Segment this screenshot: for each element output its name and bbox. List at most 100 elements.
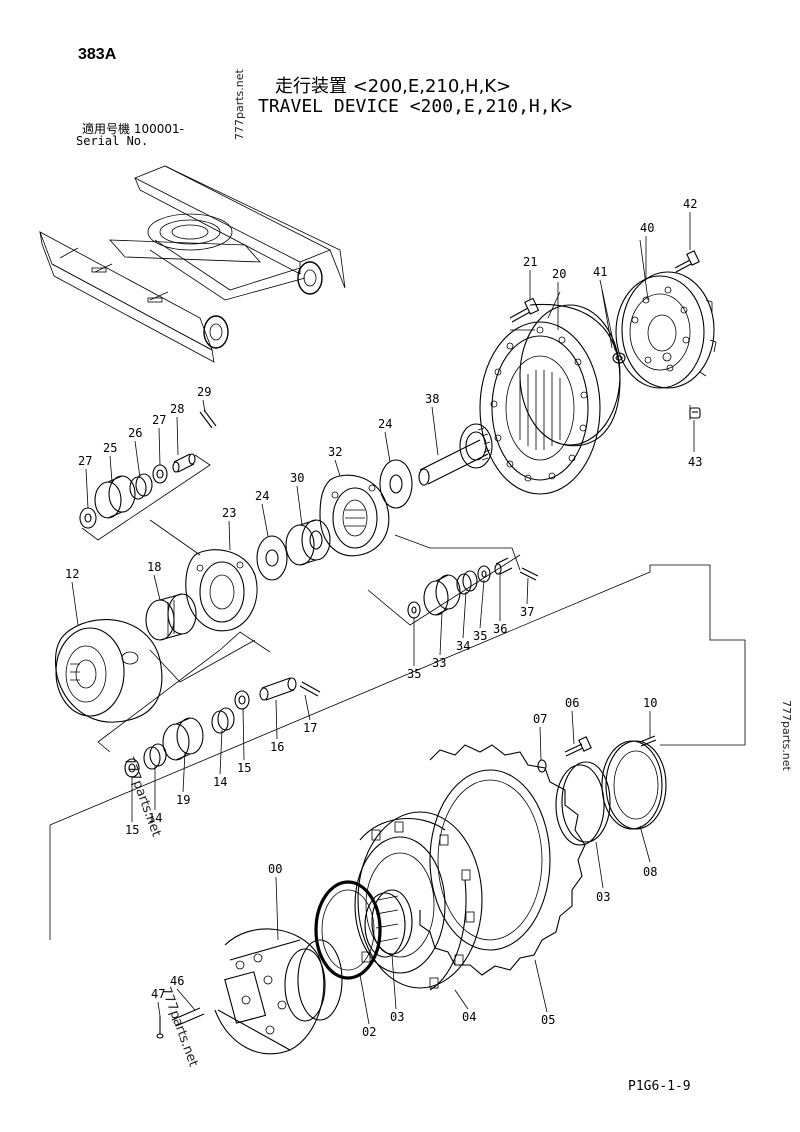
part-label: 20 xyxy=(552,267,566,281)
part-29-spring-pin xyxy=(199,409,217,429)
part-label: 27 xyxy=(152,413,166,427)
part-label: 12 xyxy=(65,567,79,581)
part-label: 14 xyxy=(148,811,162,825)
part-37-spring-pin xyxy=(519,567,539,581)
part-06-bolt xyxy=(564,736,592,757)
part-42-bolt xyxy=(674,250,700,273)
part-label: 02 xyxy=(362,1025,376,1039)
part-label: 34 xyxy=(456,639,470,653)
part-14-bearing-a xyxy=(143,743,167,770)
serial-label-english: Serial No. xyxy=(76,134,149,148)
part-label: 47 xyxy=(151,987,165,1001)
part-label: 06 xyxy=(565,696,579,710)
part-label: 15 xyxy=(237,761,251,775)
part-27-washer-b xyxy=(152,464,168,484)
page-id: 383A xyxy=(78,46,117,63)
part-label: 03 xyxy=(596,890,610,904)
part-33-gear xyxy=(423,574,461,616)
part-label: 32 xyxy=(328,445,342,459)
footer-code: P1G6-1-9 xyxy=(628,1079,691,1094)
part-label: 24 xyxy=(255,489,269,503)
part-35-washer-b xyxy=(477,565,491,583)
part-label: 07 xyxy=(533,712,547,726)
part-label: 36 xyxy=(493,622,507,636)
part-label: 28 xyxy=(170,402,184,416)
part-23-carrier xyxy=(185,549,258,632)
part-00-travel-motor xyxy=(214,928,343,1055)
part-20-ring-gear xyxy=(479,303,621,495)
part-03-bearing-upper xyxy=(555,761,611,846)
part-label: 08 xyxy=(643,865,657,879)
part-02-floating-seal xyxy=(314,880,382,980)
part-12-hub xyxy=(54,619,163,723)
part-24-thrust-washer-upper xyxy=(379,459,413,509)
part-40-cover xyxy=(615,271,717,389)
part-number-labels: 42 40 21 20 41 43 29 28 27 26 25 27 38 2… xyxy=(65,197,702,1039)
part-15-washer-b xyxy=(234,690,250,710)
part-18-sun-gear xyxy=(145,593,197,641)
part-46-fitting xyxy=(171,1007,205,1027)
part-15-washer-a xyxy=(124,758,140,778)
part-19-gear xyxy=(162,717,204,761)
part-label: 46 xyxy=(170,974,184,988)
part-label: 19 xyxy=(176,793,190,807)
label-leader-lines xyxy=(71,212,695,1025)
part-47-screw xyxy=(156,1016,164,1039)
part-26-bearing xyxy=(129,473,153,500)
part-30-planet-gear xyxy=(285,519,331,566)
part-label: 30 xyxy=(290,471,304,485)
part-label: 17 xyxy=(303,721,317,735)
undercarriage-overview-drawing xyxy=(39,165,346,363)
part-25-gear xyxy=(94,475,136,519)
part-label: 25 xyxy=(103,441,117,455)
part-label: 26 xyxy=(128,426,142,440)
part-label: 00 xyxy=(268,862,282,876)
part-label: 43 xyxy=(688,455,702,469)
part-label: 37 xyxy=(520,605,534,619)
part-08-cover-ring xyxy=(601,740,667,830)
assembly-frame-lines xyxy=(49,239,746,940)
part-43-plug xyxy=(689,407,701,419)
part-17-spring-pin xyxy=(299,681,321,697)
part-27-washer-a xyxy=(79,507,97,529)
part-21-bolt xyxy=(509,297,540,323)
part-label: 04 xyxy=(462,1010,476,1024)
part-label: 18 xyxy=(147,560,161,574)
part-label: 15 xyxy=(125,823,139,837)
part-label: 24 xyxy=(378,417,392,431)
part-label: 16 xyxy=(270,740,284,754)
part-label: 41 xyxy=(593,265,607,279)
part-35-washer-a xyxy=(407,601,421,619)
part-34-bearing xyxy=(456,570,478,595)
part-36-pin xyxy=(494,557,513,575)
part-label: 03 xyxy=(390,1010,404,1024)
part-32-carrier xyxy=(319,474,390,557)
part-28-pin xyxy=(172,453,196,473)
part-label: 10 xyxy=(643,696,657,710)
part-label: 35 xyxy=(473,629,487,643)
part-label: 23 xyxy=(222,506,236,520)
part-label: 42 xyxy=(683,197,697,211)
part-label: 29 xyxy=(197,385,211,399)
part-label: 14 xyxy=(213,775,227,789)
part-10-bolt xyxy=(639,735,657,747)
part-38-shaft xyxy=(418,423,493,486)
part-16-pin xyxy=(259,677,297,701)
title-english: TRAVEL DEVICE <200,E,210,H,K> xyxy=(258,96,573,117)
part-label: 40 xyxy=(640,221,654,235)
part-03-bearing-lower xyxy=(364,889,413,958)
serial-label-japanese: 適用号機 100001- xyxy=(82,122,184,136)
part-label: 35 xyxy=(407,667,421,681)
part-label: 27 xyxy=(78,454,92,468)
part-label: 38 xyxy=(425,392,439,406)
part-24-thrust-washer-lower xyxy=(256,535,288,581)
part-07-washer xyxy=(537,759,547,773)
part-05-sprocket xyxy=(419,744,586,976)
part-04-hub-housing xyxy=(354,811,483,991)
part-label: 21 xyxy=(523,255,537,269)
title-japanese: 走行装置 <200,E,210,H,K> xyxy=(275,76,512,97)
part-14-bearing-b xyxy=(211,707,235,734)
part-label: 33 xyxy=(432,656,446,670)
part-label: 05 xyxy=(541,1013,555,1027)
